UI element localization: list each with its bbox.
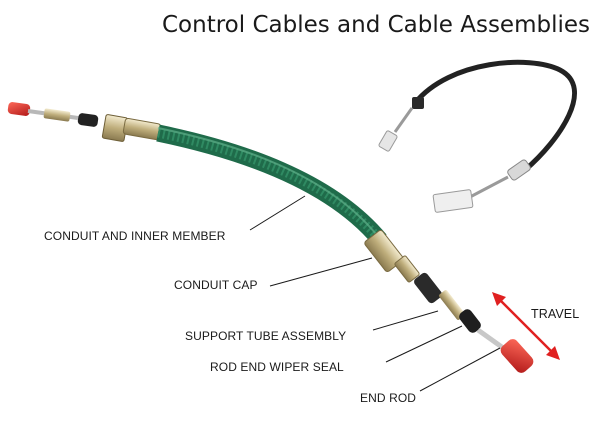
- right-red-tip: [500, 339, 534, 373]
- small-cable-top-ferrule: [412, 97, 424, 109]
- leader-lines: [249, 195, 501, 392]
- label-support-tube-assembly: SUPPORT TUBE ASSEMBLY: [185, 329, 347, 343]
- main-cable-left-end: [7, 102, 162, 142]
- small-cable-top-end: [378, 130, 398, 152]
- leader-wiper-seal: [385, 325, 463, 363]
- right-end-rod: [476, 327, 508, 353]
- small-cable-assembly: [378, 59, 577, 213]
- main-cable-right-end: [364, 229, 534, 373]
- leader-conduit: [249, 195, 306, 231]
- label-conduit-inner-member: CONDUIT AND INNER MEMBER: [44, 229, 226, 243]
- label-rod-end-wiper-seal: ROD END WIPER SEAL: [210, 360, 344, 374]
- small-cable-bottom-end: [432, 189, 474, 213]
- conduit-highlight: [157, 127, 377, 235]
- left-wiper-seal: [77, 113, 99, 127]
- travel-arrow-shaft: [499, 299, 553, 353]
- travel-arrow-head-down: [546, 346, 560, 360]
- leader-support-tube: [372, 310, 439, 331]
- right-fitting-collar: [394, 255, 420, 283]
- diagram-title: Control Cables and Cable Assemblies: [162, 12, 590, 38]
- right-support-rod: [439, 290, 465, 320]
- small-cable-top-rod: [393, 107, 414, 133]
- small-cable-bottom-rod: [469, 175, 509, 199]
- left-red-tip: [7, 102, 31, 116]
- leader-end-rod: [419, 347, 501, 392]
- left-support-tube: [43, 108, 71, 122]
- leader-conduit-cap: [269, 257, 373, 287]
- small-cable-loop: [412, 59, 577, 173]
- label-end-rod: END ROD: [360, 391, 417, 405]
- left-conduit-cap: [122, 117, 162, 141]
- right-support-tube: [414, 272, 442, 304]
- travel-arrow: [492, 292, 560, 360]
- right-wiper-seal: [459, 309, 481, 333]
- travel-arrow-head-up: [492, 292, 506, 306]
- small-cable-bottom-fitting: [507, 159, 531, 181]
- conduit-texture: [157, 128, 384, 243]
- label-travel: TRAVEL: [531, 307, 580, 321]
- conduit-body: [156, 124, 387, 246]
- main-conduit: [156, 124, 387, 246]
- label-conduit-cap: CONDUIT CAP: [174, 278, 258, 292]
